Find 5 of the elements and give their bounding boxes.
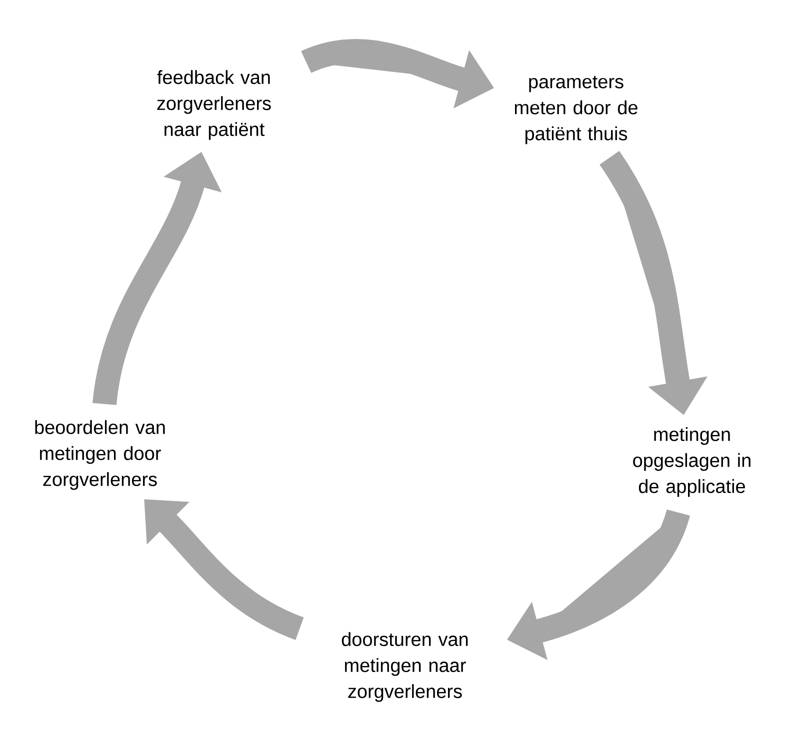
step-text: metingen opgeslagen in de applicatie xyxy=(633,427,750,497)
step-text: beoordelen van metingen door zorgverleners xyxy=(35,420,165,490)
step-text: feedback van zorgverleners naar patiënt xyxy=(157,70,271,140)
step-text: doorsturen van metingen naar zorgverleners xyxy=(342,632,468,702)
step-text: parameters meten door de patiënt thuis xyxy=(514,76,638,144)
